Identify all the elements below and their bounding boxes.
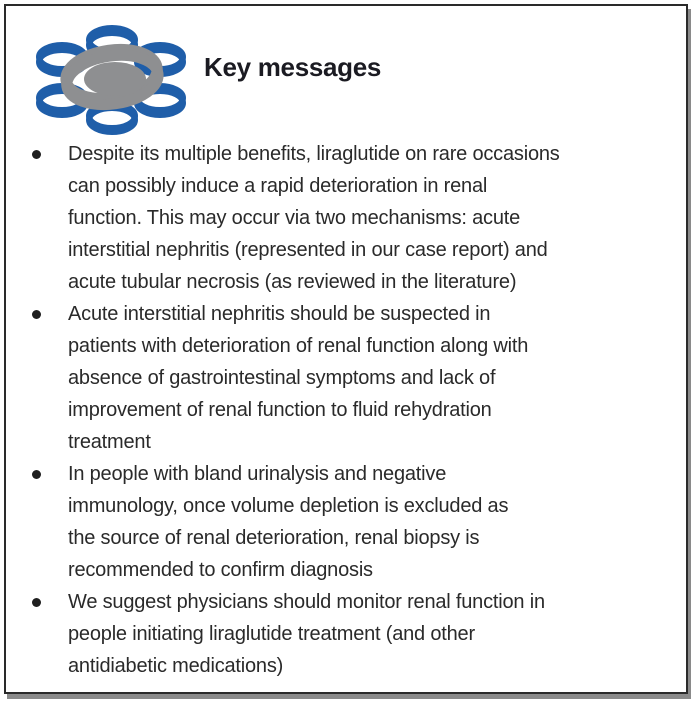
bullet-icon bbox=[32, 598, 41, 607]
bullet-text: We suggest physicians should monitor ren… bbox=[68, 591, 545, 677]
list-item: In people with bland urinalysis and nega… bbox=[32, 458, 672, 586]
key-messages-list: Despite its multiple benefits, liragluti… bbox=[6, 136, 686, 682]
panel-title: Key messages bbox=[204, 52, 382, 82]
key-messages-panel: Key messages Despite its multiple benefi… bbox=[4, 4, 688, 694]
bullet-icon bbox=[32, 310, 41, 319]
flower-rings-logo-icon bbox=[36, 25, 186, 135]
list-item: Acute interstitial nephritis should be s… bbox=[32, 298, 672, 458]
bullet-text: In people with bland urinalysis and nega… bbox=[68, 463, 509, 581]
bullet-icon bbox=[32, 470, 41, 479]
bullet-text: Despite its multiple benefits, liragluti… bbox=[68, 143, 560, 293]
bullet-icon bbox=[32, 150, 41, 159]
bullet-text: Acute interstitial nephritis should be s… bbox=[68, 303, 529, 453]
list-item: We suggest physicians should monitor ren… bbox=[32, 586, 672, 682]
panel-header: Key messages bbox=[6, 6, 686, 136]
list-item: Despite its multiple benefits, liragluti… bbox=[32, 138, 672, 298]
